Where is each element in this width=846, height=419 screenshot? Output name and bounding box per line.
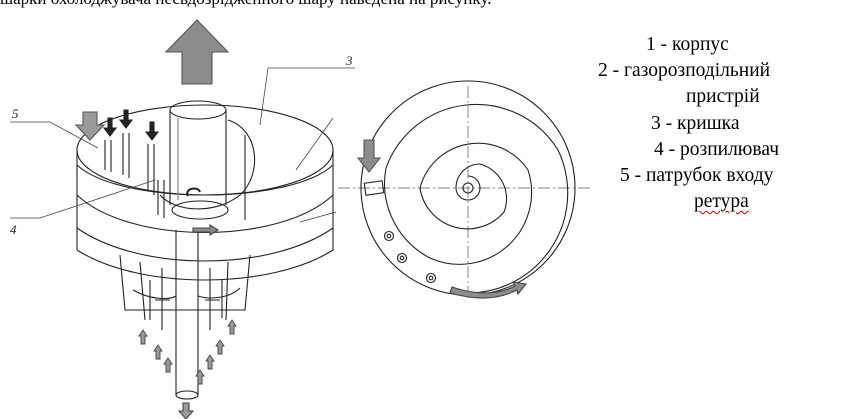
flow-arrow-icon <box>192 224 220 236</box>
air-inlet-arrow-icon <box>227 319 237 335</box>
air-inlet-arrow-icon <box>138 329 148 345</box>
callout-5: 5 <box>12 106 19 121</box>
apparatus-3d-view <box>10 19 355 419</box>
return-inlet-arrow-icon <box>74 111 106 141</box>
callout-4: 4 <box>10 222 17 237</box>
inlet-arrow-icon <box>118 109 134 129</box>
caption-text: шарки охолоджувача несвдозрідженного шар… <box>0 0 491 9</box>
air-inlet-arrow-icon <box>205 354 215 370</box>
legend-item-1: 1 - корпус <box>646 34 729 55</box>
nozzle-pipe <box>147 144 155 195</box>
swirl-arrow-icon <box>186 187 201 197</box>
nozzle-pipe <box>157 180 165 218</box>
plan-flow-arrow-icon <box>449 281 528 299</box>
plan-inlet-arrow-icon <box>356 139 382 173</box>
legend-item-3: 3 - кришка <box>651 113 740 134</box>
air-inlet-arrow-icon <box>215 339 225 355</box>
nozzle-pipe <box>122 133 130 178</box>
legend-item-2: 2 - газорозподільний <box>598 60 771 81</box>
legend-item-5: 5 - патрубок входу <box>620 165 774 186</box>
callout-3: 3 <box>345 53 353 68</box>
air-inlet-arrow-icon <box>163 357 173 373</box>
apparatus-top-view <box>338 80 590 300</box>
inlet-arrow-icon <box>102 117 118 137</box>
air-inlet-arrow-icon <box>153 344 163 360</box>
air-inlet-arrow-icon <box>195 369 205 385</box>
bottom-outlet-arrow-icon <box>177 402 195 419</box>
inlet-arrow-icon <box>144 121 160 141</box>
legend-item-4: 4 - розпилювач <box>654 139 779 160</box>
legend-item-5-cont: ретура <box>694 191 749 212</box>
nozzle-pipe <box>104 140 112 172</box>
legend-item-2-cont: пристрій <box>686 86 760 107</box>
gas-outlet-arrow-icon <box>164 19 230 85</box>
